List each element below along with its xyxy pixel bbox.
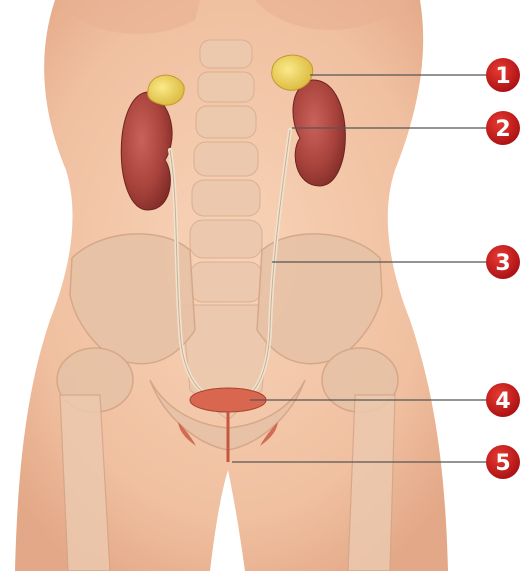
callout-badge-4: 4 <box>486 383 520 417</box>
adrenal-gland-left <box>148 75 185 105</box>
adrenal-gland-right <box>272 55 313 90</box>
svg-text:3: 3 <box>495 251 510 276</box>
svg-text:5: 5 <box>495 451 510 476</box>
svg-text:1: 1 <box>495 64 510 89</box>
svg-text:4: 4 <box>495 389 510 414</box>
svg-text:2: 2 <box>495 117 510 142</box>
callout-badge-5: 5 <box>486 445 520 479</box>
callout-badge-3: 3 <box>486 245 520 279</box>
callout-badge-1: 1 <box>486 58 520 92</box>
callout-badge-2: 2 <box>486 111 520 145</box>
kidney-left <box>121 92 172 210</box>
